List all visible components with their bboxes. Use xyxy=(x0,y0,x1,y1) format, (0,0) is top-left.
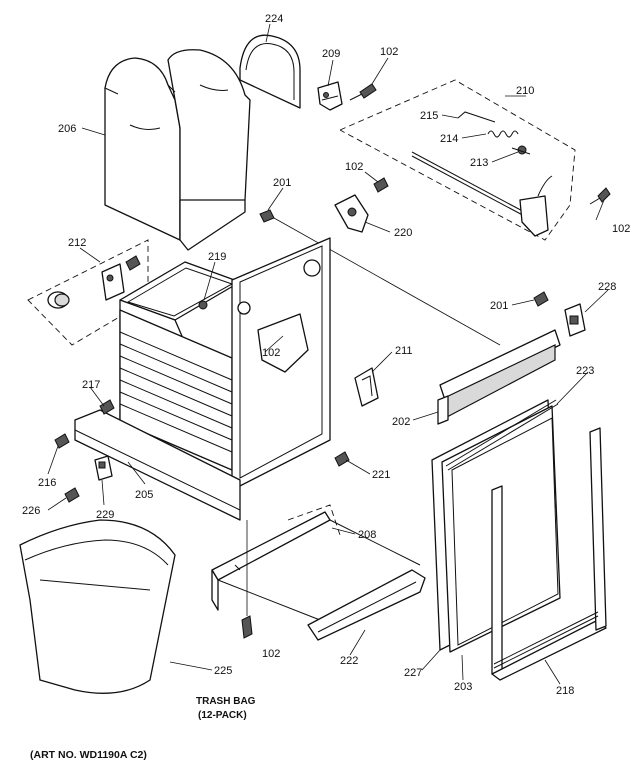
part-226-screw xyxy=(64,487,80,503)
callout-labels: 224 209 102 210 206 215 214 213 102 201 … xyxy=(22,13,630,761)
part-228-bracket xyxy=(564,303,586,337)
callout-218: 218 xyxy=(556,685,574,697)
callout-202: 202 xyxy=(392,416,410,428)
callout-214: 214 xyxy=(440,133,458,145)
part-211-bracket xyxy=(354,367,379,407)
part-225-trash-bag xyxy=(19,519,176,694)
part-102-screw-top xyxy=(349,83,377,101)
callout-221: 221 xyxy=(372,469,390,481)
callout-213: 213 xyxy=(470,157,488,169)
part-209-bracket xyxy=(317,81,343,111)
callout-217: 217 xyxy=(82,379,100,391)
art-number: (ART NO. WD1190A C2) xyxy=(30,749,147,761)
callout-223: 223 xyxy=(576,365,594,377)
callout-102: 102 xyxy=(345,161,363,173)
callout-227: 227 xyxy=(404,667,422,679)
part-221-screw xyxy=(334,451,350,467)
callout-225: 225 xyxy=(214,665,232,677)
callout-229: 229 xyxy=(96,509,114,521)
callout-102: 102 xyxy=(380,46,398,58)
part-224-panel xyxy=(239,34,301,109)
callout-201: 201 xyxy=(273,177,291,189)
trash-bag-pack-label: (12-PACK) xyxy=(198,710,247,721)
part-102-screw-mid xyxy=(373,177,389,193)
callout-206: 206 xyxy=(58,123,76,135)
part-102-screw-right xyxy=(589,187,611,205)
part-201-screw-right xyxy=(533,291,549,307)
part-208-drawer-plate xyxy=(211,504,421,621)
callout-226: 226 xyxy=(22,505,40,517)
part-217-screw xyxy=(99,399,115,415)
part-102-screw-bottom xyxy=(241,520,253,639)
part-223-gasket xyxy=(445,399,559,471)
trash-bag-label: TRASH BAG xyxy=(196,696,256,707)
callout-102: 102 xyxy=(262,347,280,359)
part-206-liner xyxy=(104,49,251,251)
callout-219: 219 xyxy=(208,251,226,263)
callout-102: 102 xyxy=(612,223,630,235)
callout-228: 228 xyxy=(598,281,616,293)
part-201-screw-left xyxy=(259,209,501,346)
callout-215: 215 xyxy=(420,110,438,122)
callout-222: 222 xyxy=(340,655,358,667)
cabinet-ribs xyxy=(119,331,233,453)
leader-lines xyxy=(47,23,609,685)
callout-224: 224 xyxy=(265,13,283,25)
callout-212: 212 xyxy=(68,237,86,249)
callout-102: 102 xyxy=(262,648,280,660)
callout-220: 220 xyxy=(394,227,412,239)
callout-201: 201 xyxy=(490,300,508,312)
callout-208: 208 xyxy=(358,529,376,541)
part-210-hinge-assembly xyxy=(339,79,576,241)
callout-211: 211 xyxy=(395,345,413,357)
part-222-drawer-handle xyxy=(307,569,426,641)
part-216-screw xyxy=(54,433,70,449)
part-229-clip xyxy=(94,455,113,481)
part-218-door-frame xyxy=(491,427,607,681)
callout-209: 209 xyxy=(322,48,340,60)
callout-216: 216 xyxy=(38,477,56,489)
part-202-handle-rail xyxy=(437,329,561,425)
part-cabinet-main xyxy=(74,237,331,521)
callout-210: 210 xyxy=(516,85,534,97)
callout-203: 203 xyxy=(454,681,472,693)
callout-205: 205 xyxy=(135,489,153,501)
part-220-bracket xyxy=(334,194,369,233)
